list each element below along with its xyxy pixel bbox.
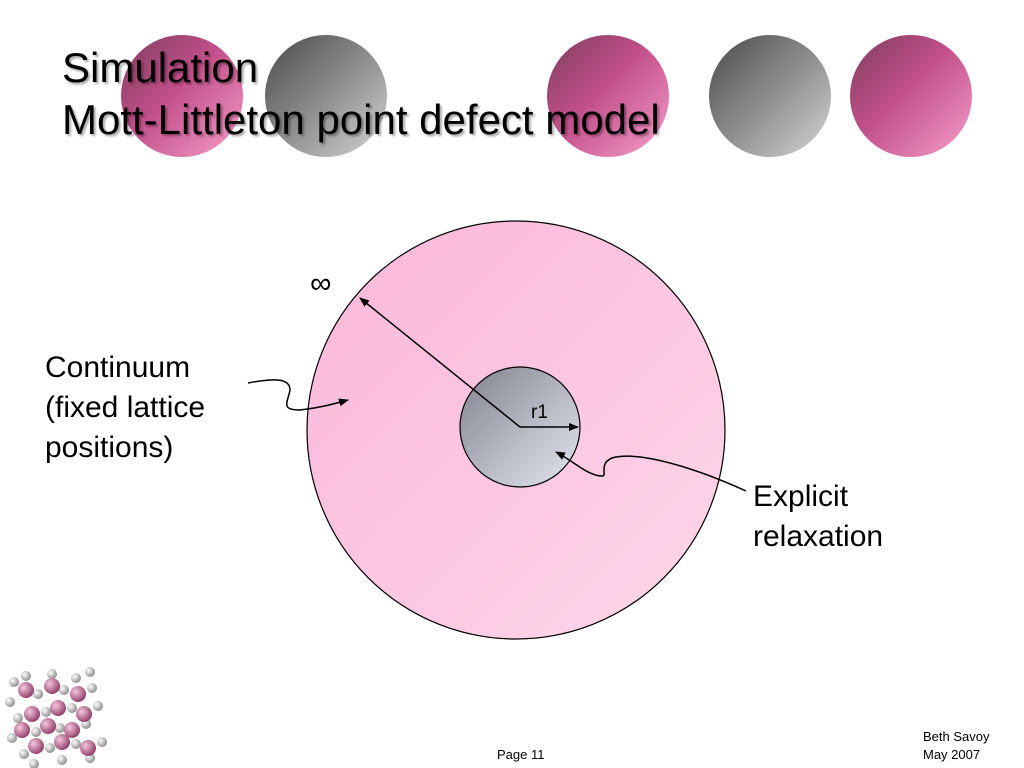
infinity-label: ∞ — [310, 267, 332, 300]
deco-circle-gray-2 — [709, 35, 831, 157]
explicit-relaxation-label: Explicit relaxation — [753, 477, 883, 557]
explicit-label-line-2: relaxation — [753, 520, 884, 553]
slide-title: Simulation Mott-Littleton point defect m… — [62, 42, 660, 146]
footer-author: Beth Savoy — [923, 729, 990, 744]
decorative-header-circles — [121, 35, 972, 157]
continuum-callout-arrow — [247, 379, 349, 411]
continuum-label: Continuum (fixed lattice positions) — [45, 348, 205, 468]
explicit-label-line-1: Explicit — [753, 480, 849, 513]
deco-circle-pink-3 — [850, 35, 972, 157]
r1-label: r1 — [531, 402, 548, 423]
crystal-lattice-logo — [5, 667, 107, 768]
continuum-label-line-1: Continuum — [45, 351, 191, 384]
deco-circle-pink-1 — [121, 35, 243, 157]
continuum-label-line-3: positions) — [45, 431, 174, 464]
deco-circle-gray-1 — [265, 35, 387, 157]
title-line-1: Simulation — [62, 44, 259, 91]
title-line-2: Mott-Littleton point defect model — [62, 96, 660, 143]
explicit-callout-arrow — [555, 451, 747, 492]
continuum-label-line-2: (fixed lattice — [45, 391, 206, 424]
deco-circle-pink-2 — [547, 35, 669, 157]
page-number: Page 11 — [497, 747, 545, 762]
footer-date: May 2007 — [923, 747, 981, 762]
infinity-radius-arrow — [359, 297, 521, 428]
